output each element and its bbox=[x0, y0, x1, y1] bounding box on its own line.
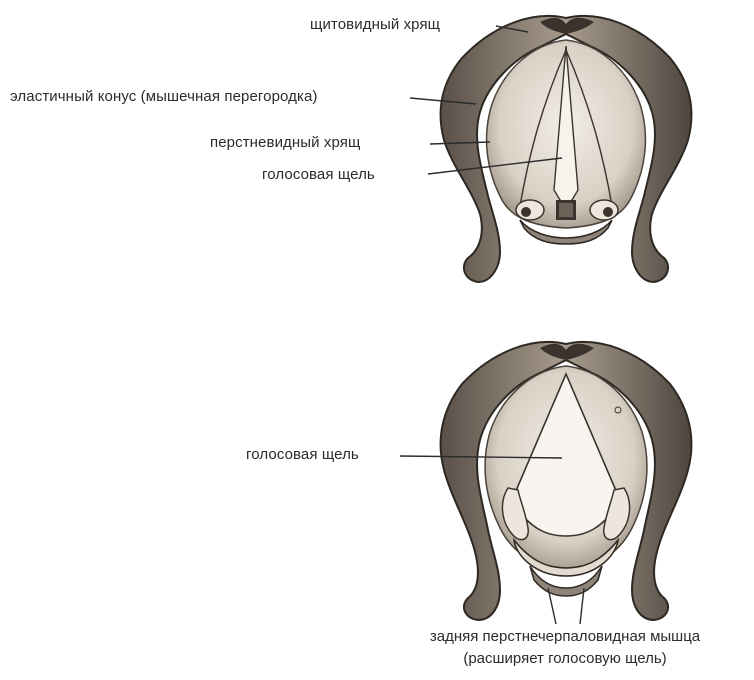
label-glottis-top: голосовая щель bbox=[262, 166, 375, 184]
label-posterior-muscle-line1: задняя перстнечерпаловидная мышца bbox=[380, 626, 750, 648]
label-thyroid-cartilage: щитовидный хрящ bbox=[310, 16, 440, 34]
bottom-larynx-drawing bbox=[400, 342, 691, 624]
label-glottis-bottom: голосовая щель bbox=[246, 446, 359, 464]
label-elastic-conus: эластичный конус (мышечная перегородка) bbox=[10, 88, 318, 106]
label-cricoid-cartilage: перстневидный хрящ bbox=[210, 134, 360, 152]
top-larynx-drawing bbox=[410, 16, 691, 282]
label-posterior-muscle: задняя перстнечерпаловидная мышца (расши… bbox=[380, 626, 750, 670]
label-posterior-muscle-line2: (расширяет голосовую щель) bbox=[380, 648, 750, 670]
leader-cricoid bbox=[430, 142, 490, 144]
